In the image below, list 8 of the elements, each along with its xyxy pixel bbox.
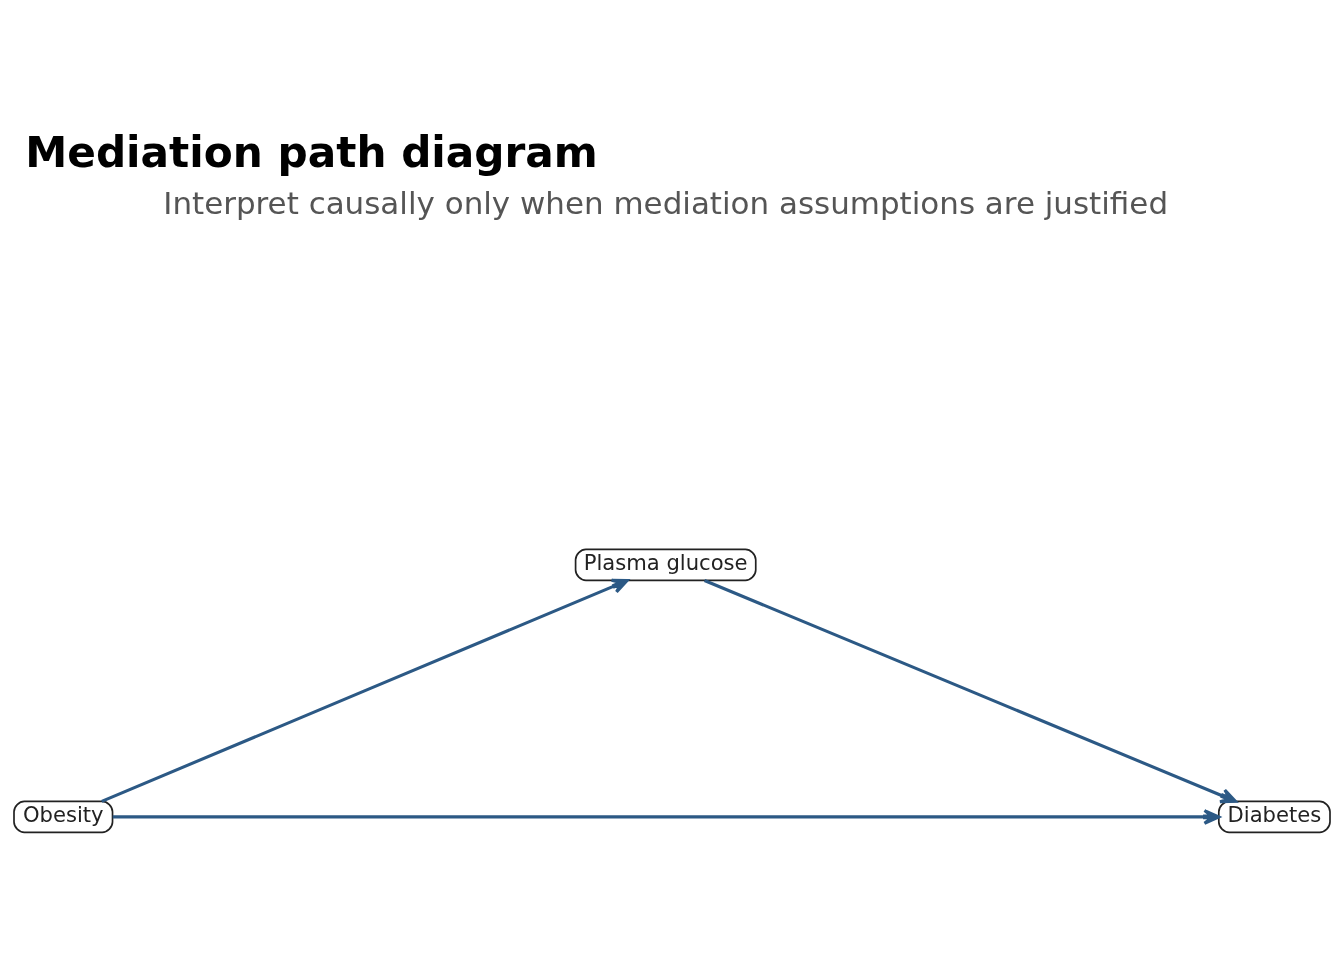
node-box: Diabetes [1217,800,1331,833]
node-box: Obesity [13,800,114,833]
diagram-title: Mediation path diagram [25,127,598,177]
label: Interpret causally only when mediation assumptions are justified [163,184,1169,221]
arrow [101,578,629,803]
arrow [112,808,1221,825]
node-box: Plasma glucose [574,548,757,581]
arrow [703,578,1237,803]
